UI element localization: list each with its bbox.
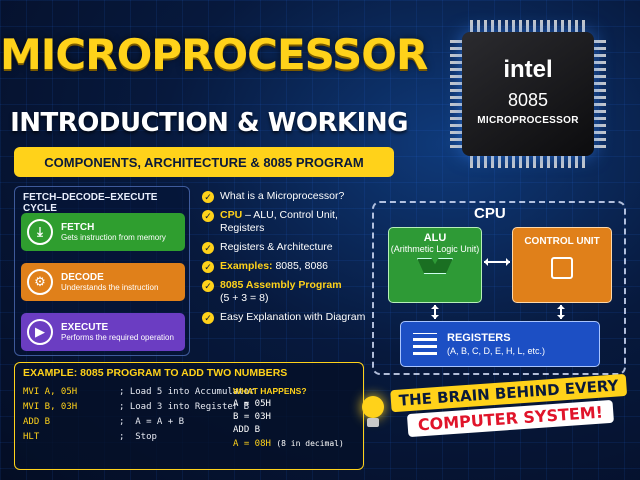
code-line: MVI A, 05H ; Load 5 into Accumulator bbox=[23, 385, 255, 400]
check-icon: ✓ bbox=[202, 242, 214, 254]
alu-control-arrow bbox=[484, 258, 510, 266]
chip-pins-top bbox=[470, 20, 586, 32]
alu-desc: (Arithmetic Logic Unit) bbox=[390, 244, 480, 254]
check-icon: ✓ bbox=[202, 280, 214, 292]
execute-label: EXECUTE bbox=[61, 322, 109, 333]
chip-description: MICROPROCESSOR bbox=[477, 115, 579, 126]
code-comment: ; Load 3 into Register B bbox=[119, 402, 250, 412]
chip-model: 8085 bbox=[507, 90, 549, 110]
control-unit-block: CONTROL UNIT bbox=[512, 227, 612, 303]
alu-block: ALU (Arithmetic Logic Unit) bbox=[388, 227, 482, 303]
happens-line: A = 05H bbox=[233, 399, 271, 409]
checklist-text: Easy Explanation with Diagram bbox=[220, 311, 366, 323]
fetch-label: FETCH bbox=[61, 222, 95, 233]
execute-desc: Performs the required operation bbox=[61, 333, 174, 342]
program-example-panel: EXAMPLE: 8085 PROGRAM TO ADD TWO NUMBERS… bbox=[14, 362, 364, 470]
code-listing: MVI A, 05H ; Load 5 into Accumulator MVI … bbox=[23, 385, 255, 445]
check-icon: ✓ bbox=[202, 210, 214, 222]
checklist-text: – ALU, Control Unit, Registers bbox=[220, 209, 338, 234]
tagline: THE BRAIN BEHIND EVERY COMPUTER SYSTEM! bbox=[390, 373, 630, 450]
control-registers-arrow bbox=[557, 305, 565, 319]
intel-chip-image: intel 8085 MICROPROCESSOR bbox=[448, 18, 608, 170]
registers-title: REGISTERS bbox=[447, 332, 511, 344]
code-comment: ; Load 5 into Accumulator bbox=[119, 387, 255, 397]
checklist-item: ✓ What is a Microprocessor? bbox=[202, 190, 374, 203]
checklist-text: What is a Microprocessor? bbox=[220, 190, 345, 202]
alu-symbol-icon bbox=[417, 258, 453, 274]
checklist-text: Registers & Architecture bbox=[220, 241, 333, 253]
gear-icon: ⚙ bbox=[27, 269, 53, 295]
checklist-item: ✓ Easy Explanation with Diagram bbox=[202, 311, 374, 324]
check-icon: ✓ bbox=[202, 312, 214, 324]
execute-step: ▶ EXECUTE Performs the required operatio… bbox=[21, 313, 185, 351]
happens-line: ADD B bbox=[233, 425, 261, 435]
fetch-decode-execute-panel: FETCH–DECODE–EXECUTE CYCLE ⤓ FETCH Gets … bbox=[14, 186, 190, 356]
control-unit-title: CONTROL UNIT bbox=[524, 236, 600, 247]
fetch-step: ⤓ FETCH Gets instruction from memory bbox=[21, 213, 185, 251]
bulb-glass bbox=[362, 396, 384, 418]
checklist-highlight: CPU bbox=[220, 209, 243, 221]
check-icon: ✓ bbox=[202, 261, 214, 273]
checklist-item: ✓ 8085 Assembly Program(5 + 3 = 8) bbox=[202, 279, 374, 305]
what-happens: WHAT HAPPENS? A = 05H B = 03H ADD B A = … bbox=[233, 385, 344, 451]
code-op: MVI A, 05H bbox=[23, 387, 78, 397]
chip-pins-right bbox=[594, 40, 606, 148]
checklist-item: ✓ CPU – ALU, Control Unit, Registers bbox=[202, 209, 374, 235]
topic-checklist: ✓ What is a Microprocessor? ✓ CPU – ALU,… bbox=[202, 190, 374, 330]
decode-desc: Understands the instruction bbox=[61, 283, 159, 292]
code-op: HLT bbox=[23, 432, 40, 442]
result-line: A = 08H bbox=[233, 439, 271, 449]
alu-registers-arrow bbox=[431, 305, 439, 319]
checklist-item: ✓ Examples: 8085, 8086 bbox=[202, 260, 374, 273]
topic-banner: COMPONENTS, ARCHITECTURE & 8085 PROGRAM bbox=[14, 147, 394, 177]
fetch-desc: Gets instruction from memory bbox=[61, 233, 166, 242]
code-line: HLT ; Stop bbox=[23, 430, 231, 445]
decode-step: ⚙ DECODE Understands the instruction bbox=[21, 263, 185, 301]
download-icon: ⤓ bbox=[27, 219, 53, 245]
cpu-label: CPU bbox=[474, 205, 506, 222]
program-title: EXAMPLE: 8085 PROGRAM TO ADD TWO NUMBERS bbox=[23, 367, 288, 379]
decode-label: DECODE bbox=[61, 272, 104, 283]
result-note: (8 in decimal) bbox=[276, 439, 344, 448]
registers-desc: (A, B, C, D, E, H, L, etc.) bbox=[447, 346, 546, 356]
checklist-item: ✓ Registers & Architecture bbox=[202, 241, 374, 254]
checklist-text: (5 + 3 = 8) bbox=[220, 292, 269, 304]
chip-icon bbox=[551, 257, 573, 279]
chip-pins-bottom bbox=[470, 156, 586, 168]
check-icon: ✓ bbox=[202, 191, 214, 203]
registers-block: REGISTERS (A, B, C, D, E, H, L, etc.) bbox=[400, 321, 600, 367]
code-op: ADD B bbox=[23, 417, 51, 427]
checklist-text: 8085, 8086 bbox=[272, 260, 328, 272]
code-comment: ; A = A + B bbox=[119, 417, 185, 427]
code-op: MVI B, 03H bbox=[23, 402, 78, 412]
lightbulb-icon bbox=[358, 392, 388, 432]
chip-body: intel 8085 MICROPROCESSOR bbox=[462, 32, 594, 156]
checklist-highlight: 8085 Assembly Program bbox=[220, 279, 342, 291]
code-line: ADD B ; A = A + B bbox=[23, 415, 231, 430]
bulb-base bbox=[367, 418, 379, 427]
registers-icon bbox=[413, 333, 437, 355]
chip-pins-left bbox=[450, 40, 462, 148]
page-title: MICROPROCESSOR bbox=[0, 30, 428, 79]
alu-title: ALU bbox=[423, 232, 447, 244]
code-comment: ; Stop bbox=[119, 432, 157, 442]
chip-brand: intel bbox=[503, 56, 553, 83]
cpu-diagram: CPU ALU (Arithmetic Logic Unit) CONTROL … bbox=[372, 201, 626, 375]
code-line: MVI B, 03H ; Load 3 into Register B bbox=[23, 400, 250, 415]
happens-line: B = 03H bbox=[233, 412, 271, 422]
what-happens-title: WHAT HAPPENS? bbox=[233, 386, 307, 396]
checklist-highlight: Examples: bbox=[220, 260, 273, 272]
page-subtitle: INTRODUCTION & WORKING bbox=[10, 108, 408, 138]
cycle-title: FETCH–DECODE–EXECUTE CYCLE bbox=[23, 192, 158, 214]
play-icon: ▶ bbox=[27, 319, 53, 345]
